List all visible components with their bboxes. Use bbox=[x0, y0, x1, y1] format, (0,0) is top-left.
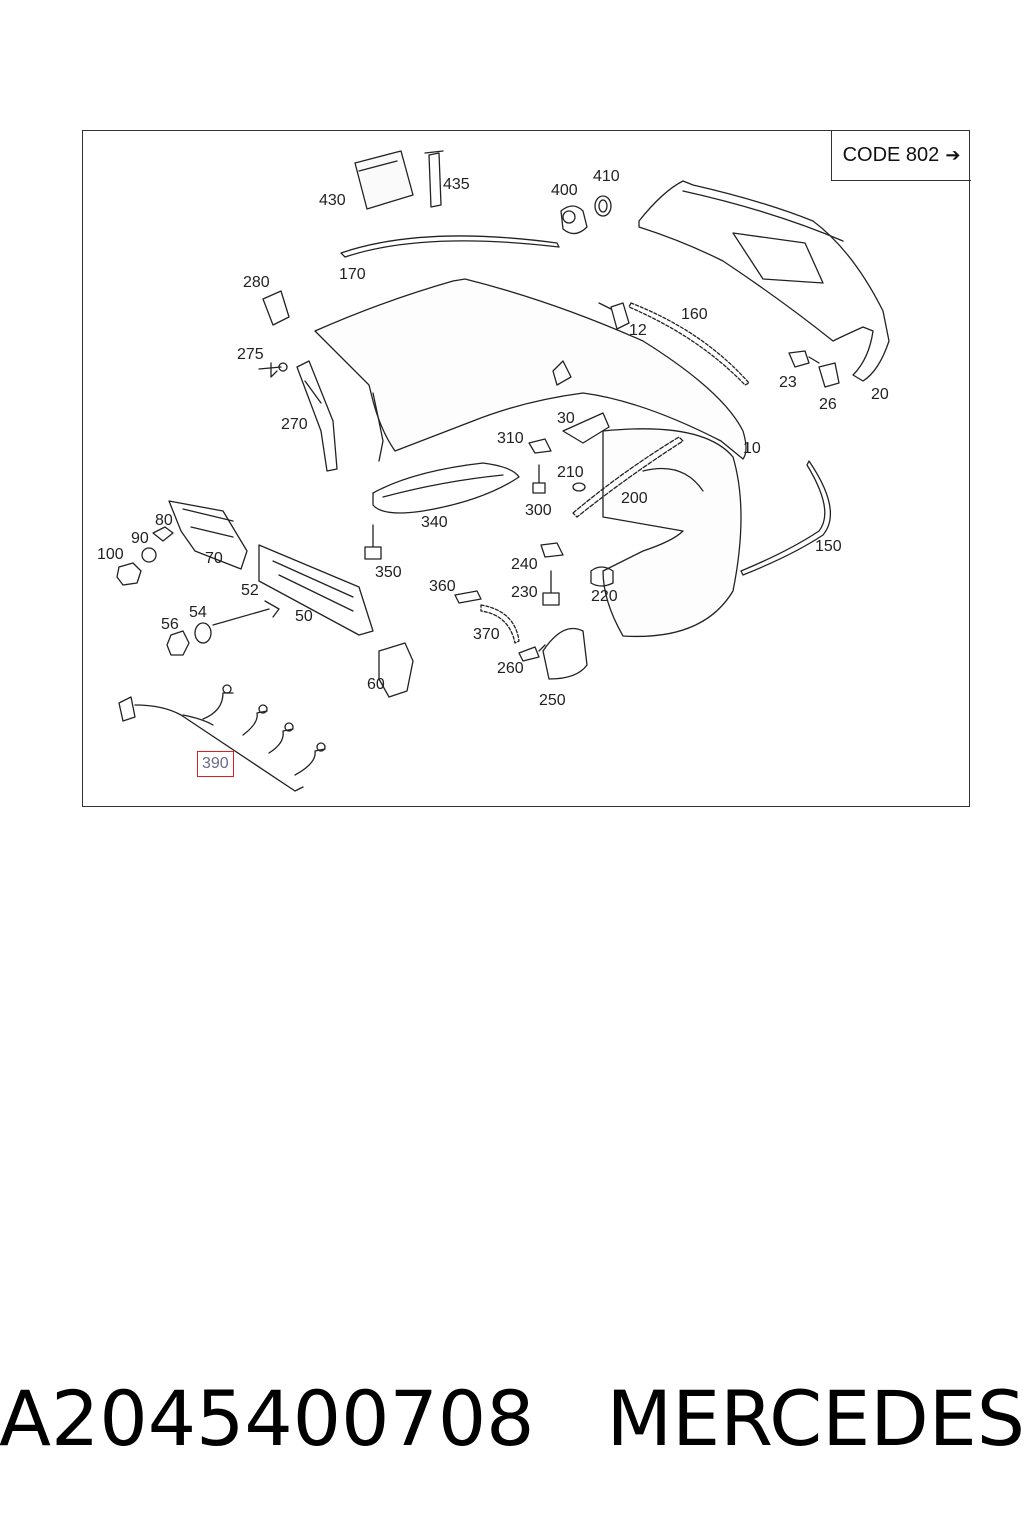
screw-300-shape bbox=[532, 464, 546, 494]
screw-23-shape bbox=[788, 350, 820, 368]
washer-54-shape bbox=[194, 622, 212, 644]
bracket-30-shape bbox=[562, 412, 610, 444]
arrow-right-icon: ➔ bbox=[945, 145, 961, 165]
bolt-52-shape bbox=[212, 600, 280, 626]
label-70: 70 bbox=[205, 550, 223, 567]
pin-260-shape bbox=[518, 644, 546, 662]
nut-56-shape bbox=[166, 630, 190, 656]
strip-170-shape bbox=[340, 235, 560, 258]
label-60: 60 bbox=[367, 676, 385, 693]
plate-360-shape bbox=[454, 590, 482, 604]
bumper-exploded-view bbox=[116, 150, 890, 792]
clip-240-shape bbox=[540, 542, 564, 558]
ring-410-shape bbox=[594, 195, 612, 217]
bracket-70-shape bbox=[168, 500, 248, 570]
label-250: 250 bbox=[539, 692, 566, 709]
label-340: 340 bbox=[421, 514, 448, 531]
label-150: 150 bbox=[815, 538, 842, 555]
label-30: 30 bbox=[557, 410, 575, 427]
parts-diagram: CODE 802 ➔ 430 435 400 410 170 280 160 1… bbox=[82, 130, 971, 807]
diffuser-20-shape bbox=[638, 180, 890, 382]
label-100: 100 bbox=[97, 546, 124, 563]
label-54: 54 bbox=[189, 604, 207, 621]
sensor-400-shape bbox=[560, 205, 588, 235]
clip-280-shape bbox=[262, 290, 290, 326]
label-400: 400 bbox=[551, 182, 578, 199]
strip-370-shape bbox=[480, 604, 520, 644]
label-52: 52 bbox=[241, 582, 259, 599]
label-370: 370 bbox=[473, 626, 500, 643]
label-270: 270 bbox=[281, 416, 308, 433]
label-50: 50 bbox=[295, 608, 313, 625]
label-160: 160 bbox=[681, 306, 708, 323]
screw-275-shape bbox=[258, 362, 282, 378]
label-310: 310 bbox=[497, 430, 524, 447]
bracket-270-shape bbox=[296, 360, 338, 472]
label-240: 240 bbox=[511, 556, 538, 573]
label-280: 280 bbox=[243, 274, 270, 291]
label-360: 360 bbox=[429, 578, 456, 595]
bracket-435-shape bbox=[428, 152, 442, 208]
bracket-12-shape bbox=[610, 302, 630, 330]
label-26: 26 bbox=[819, 396, 837, 413]
panel-340-shape bbox=[372, 462, 520, 514]
product-caption: A2045400708 MERCEDES bbox=[0, 1370, 1024, 1480]
label-12: 12 bbox=[629, 322, 647, 339]
code-label: CODE 802 bbox=[842, 144, 940, 166]
bracket-60-shape bbox=[378, 642, 414, 698]
label-435: 435 bbox=[443, 176, 470, 193]
label-90: 90 bbox=[131, 530, 149, 547]
label-56: 56 bbox=[161, 616, 179, 633]
label-260: 260 bbox=[497, 660, 524, 677]
label-20: 20 bbox=[871, 386, 889, 403]
label-220: 220 bbox=[591, 588, 618, 605]
nut-100-shape bbox=[116, 562, 142, 586]
label-350: 350 bbox=[375, 564, 402, 581]
label-275: 275 bbox=[237, 346, 264, 363]
trim-150-shape bbox=[740, 460, 832, 576]
label-430: 430 bbox=[319, 192, 346, 209]
clip-26-shape bbox=[818, 362, 840, 388]
washer-210-shape bbox=[572, 482, 586, 492]
label-170: 170 bbox=[339, 266, 366, 283]
label-410: 410 bbox=[593, 168, 620, 185]
guard-250-shape bbox=[542, 627, 588, 680]
nut-220-shape bbox=[590, 566, 614, 587]
label-80: 80 bbox=[155, 512, 173, 529]
label-23: 23 bbox=[779, 374, 797, 391]
label-390-highlighted[interactable]: 390 bbox=[197, 751, 234, 777]
screw-230-shape bbox=[542, 570, 560, 606]
label-10: 10 bbox=[743, 440, 761, 457]
label-230: 230 bbox=[511, 584, 538, 601]
code-802-tag: CODE 802 ➔ bbox=[831, 131, 971, 181]
label-210: 210 bbox=[557, 464, 584, 481]
label-200: 200 bbox=[621, 490, 648, 507]
clip-310-shape bbox=[528, 438, 552, 454]
brand-name: MERCEDES bbox=[606, 1374, 1024, 1463]
washer-80-shape bbox=[141, 547, 157, 563]
strip-200-shape bbox=[572, 436, 684, 518]
bumper-cover-10-shape bbox=[314, 278, 747, 638]
bolt-90-shape bbox=[152, 526, 174, 542]
beam-50-shape bbox=[258, 544, 374, 636]
trim-160-shape bbox=[628, 302, 750, 386]
screw-350-shape bbox=[364, 524, 382, 560]
module-430-shape bbox=[354, 150, 414, 210]
harness-390-shape bbox=[118, 684, 326, 792]
part-number: A2045400708 bbox=[0, 1374, 535, 1463]
label-300: 300 bbox=[525, 502, 552, 519]
